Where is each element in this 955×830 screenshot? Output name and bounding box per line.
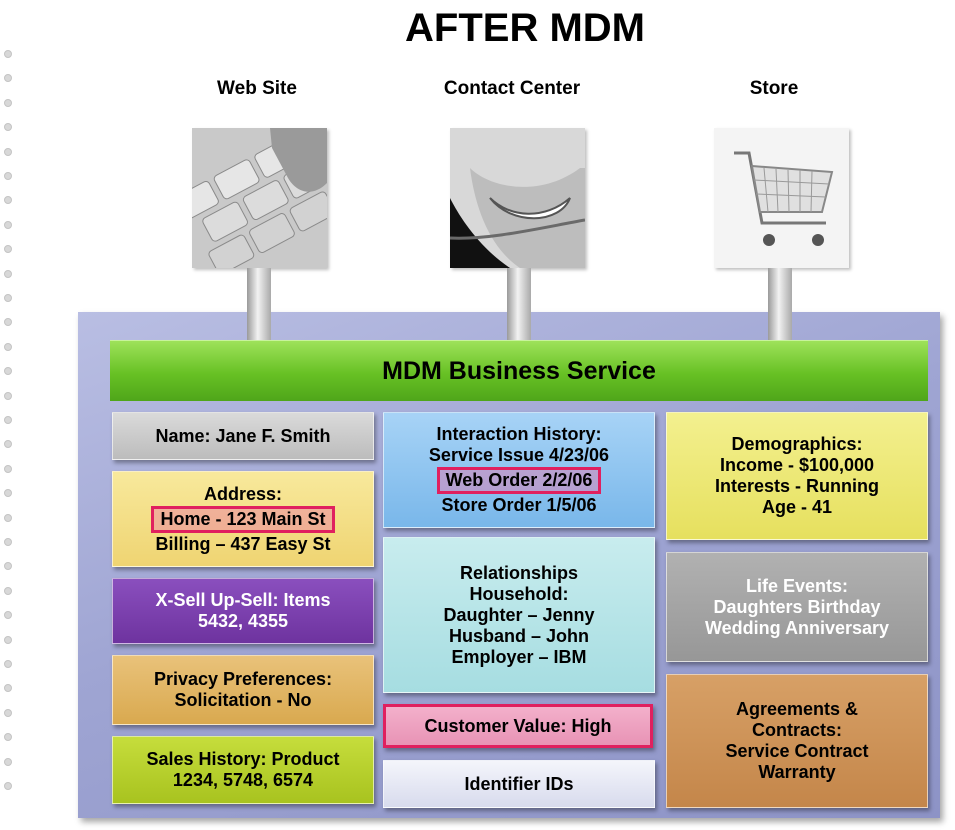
keyboard-photo	[192, 128, 327, 268]
relationships-husband: Husband – John	[448, 625, 589, 646]
sales-line-1: Sales History: Product	[146, 749, 340, 769]
bullet-dot	[4, 635, 12, 644]
bullet-dot	[4, 98, 12, 107]
channel-label-contact-center: Contact Center	[443, 78, 581, 99]
bullet-dot	[4, 611, 12, 620]
connector-pole-web-site	[247, 268, 271, 350]
identifier-ids-tile: Identifier IDs	[383, 760, 655, 808]
bullet-dot	[4, 782, 12, 790]
customer-value-line: Customer Value: High	[424, 715, 612, 736]
agreements-line-2: Contracts:	[751, 720, 842, 740]
bullet-dot	[4, 660, 12, 668]
headset-agent-photo	[450, 128, 585, 268]
agreements-contracts-tile: Agreements & Contracts: Service Contract…	[666, 674, 928, 808]
demographics-interests: Interests - Running	[714, 476, 879, 496]
agreements-line-1: Agreements &	[735, 699, 859, 719]
relationships-tile: Relationships Household: Daughter – Jenn…	[383, 537, 655, 693]
agreements-line-3: Service Contract	[725, 741, 869, 761]
privacy-preferences-tile: Privacy Preferences: Solicitation - No	[112, 655, 374, 725]
channel-label-store: Store	[749, 78, 799, 99]
address-home-highlight: Home - 123 Main St	[151, 505, 335, 533]
bullet-dot	[4, 245, 12, 254]
bullet-dot	[4, 196, 12, 205]
xsell-line-1: X-Sell Up-Sell: Items	[155, 590, 331, 610]
demographics-heading: Demographics:	[731, 434, 863, 454]
life-events-birthday: Daughters Birthday	[713, 596, 881, 617]
bullet-dot	[4, 733, 12, 742]
bullet-dot	[4, 391, 12, 400]
name-tile: Name: Jane F. Smith	[112, 412, 374, 460]
sales-line-2: 1234, 5748, 6574	[172, 770, 314, 790]
relationships-heading: Relationships	[459, 562, 579, 583]
interaction-heading: Interaction History:	[436, 424, 602, 444]
address-billing: Billing – 437 Easy St	[155, 533, 331, 554]
shopping-cart-photo	[714, 128, 849, 268]
privacy-line-1: Privacy Preferences:	[153, 669, 333, 689]
bullet-dot	[4, 416, 12, 424]
bullet-dot	[4, 147, 12, 156]
demographics-income: Income - $100,000	[719, 455, 875, 475]
bullet-dot	[4, 367, 12, 376]
bullet-dot	[4, 342, 12, 351]
interaction-history-tile: Interaction History: Service Issue 4/23/…	[383, 412, 655, 528]
bullet-dot	[4, 50, 12, 58]
demographics-tile: Demographics: Income - $100,000 Interest…	[666, 412, 928, 540]
bullet-dot	[4, 684, 12, 693]
bullet-dot	[4, 269, 12, 278]
relationships-daughter: Daughter – Jenny	[443, 604, 595, 625]
xsell-upsell-tile: X-Sell Up-Sell: Items 5432, 4355	[112, 578, 374, 644]
identifier-ids-line: Identifier IDs	[464, 773, 574, 794]
life-events-anniversary: Wedding Anniversary	[704, 617, 890, 638]
bullet-dot	[4, 464, 12, 473]
bullet-dot	[4, 586, 12, 595]
bullet-dot	[4, 757, 12, 766]
demographics-age: Age - 41	[761, 497, 833, 517]
bullet-dot	[4, 538, 12, 546]
interaction-web-order-highlight: Web Order 2/2/06	[436, 467, 602, 494]
customer-value-tile: Customer Value: High	[383, 704, 653, 748]
bullet-dot	[4, 513, 12, 522]
bullet-dot	[4, 562, 12, 571]
bullet-dot	[4, 318, 12, 327]
bullet-dot	[4, 440, 12, 449]
interaction-service-issue: Service Issue 4/23/06	[428, 445, 610, 465]
address-tile: Address: Home - 123 Main St Billing – 43…	[112, 471, 374, 567]
privacy-line-2: Solicitation - No	[174, 690, 312, 710]
connector-pole-store	[768, 268, 792, 350]
bullet-dot	[4, 74, 12, 83]
address-heading: Address:	[203, 483, 283, 504]
name-line: Name: Jane F. Smith	[155, 425, 331, 446]
life-events-tile: Life Events: Daughters Birthday Wedding …	[666, 552, 928, 662]
interaction-store-order: Store Order 1/5/06	[441, 495, 597, 515]
mdm-business-service-bar: MDM Business Service	[110, 340, 928, 401]
life-events-heading: Life Events:	[745, 575, 849, 596]
bullet-dot	[4, 708, 12, 717]
relationships-household: Household:	[469, 583, 569, 604]
relationships-employer: Employer – IBM	[451, 646, 587, 667]
page-title: AFTER MDM	[405, 6, 645, 50]
channel-label-web-site: Web Site	[217, 78, 297, 99]
bullet-dot	[4, 220, 12, 229]
bullet-dot	[4, 172, 12, 180]
sales-history-tile: Sales History: Product 1234, 5748, 6574	[112, 736, 374, 804]
xsell-line-2: 5432, 4355	[197, 611, 289, 631]
bullet-dot	[4, 123, 12, 132]
connector-pole-contact-center	[507, 268, 531, 350]
bullet-dot	[4, 489, 12, 498]
bullet-dot	[4, 294, 12, 302]
agreements-line-4: Warranty	[758, 762, 836, 782]
